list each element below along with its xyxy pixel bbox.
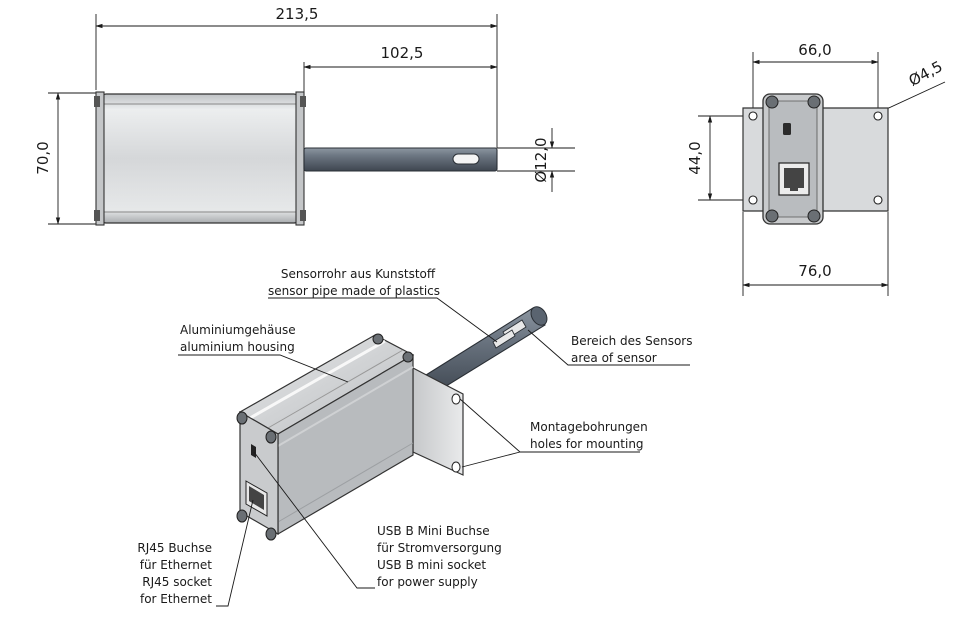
screw bbox=[265, 430, 277, 444]
dim-total-length: 213,5 bbox=[276, 5, 319, 23]
mounting-hole bbox=[748, 111, 758, 121]
label-usb-en-1: USB B mini socket bbox=[377, 558, 486, 572]
isometric-view: Sensorrohr aus Kunststoff sensor pipe ma… bbox=[137, 267, 692, 607]
label-sensor-area-en: area of sensor bbox=[571, 351, 657, 365]
label-rj45-de-2: für Ethernet bbox=[140, 558, 213, 572]
label-sensor-area-de: Bereich des Sensors bbox=[571, 334, 692, 348]
label-housing-en: aluminium housing bbox=[180, 340, 295, 354]
leader-sensor-area bbox=[527, 329, 690, 366]
dim-flange-width: 76,0 bbox=[798, 262, 831, 280]
screw bbox=[300, 210, 306, 221]
mounting-hole bbox=[451, 461, 461, 473]
end-view: 66,0 Ø4,5 44,0 76,0 bbox=[686, 41, 946, 296]
screw bbox=[402, 351, 414, 363]
leader-usb bbox=[253, 451, 375, 589]
screw bbox=[807, 95, 821, 109]
screw bbox=[765, 209, 779, 223]
screw bbox=[807, 209, 821, 223]
housing-side bbox=[101, 93, 299, 224]
mounting-hole bbox=[873, 111, 883, 121]
leader-rj45 bbox=[216, 499, 254, 607]
usb-port-icon bbox=[783, 123, 791, 135]
sensor-slot bbox=[452, 153, 480, 165]
label-housing-de: Aluminiumgehäuse bbox=[180, 323, 296, 337]
side-view: 213,5 102,5 70,0 Ø12,0 bbox=[34, 5, 575, 226]
screw bbox=[300, 96, 306, 107]
housing-highlight bbox=[249, 339, 386, 420]
sensor-pipe-tip bbox=[530, 306, 548, 326]
label-usb-de-1: USB B Mini Buchse bbox=[377, 524, 490, 538]
label-usb-de-2: für Stromversorgung bbox=[377, 541, 502, 555]
leader-line bbox=[879, 81, 946, 113]
dim-hole-diameter: Ø4,5 bbox=[906, 57, 946, 90]
leader-mounting-2 bbox=[461, 451, 521, 468]
screw bbox=[236, 411, 248, 425]
end-cap bbox=[95, 91, 105, 226]
leader-housing bbox=[178, 354, 349, 383]
dim-pipe-length: 102,5 bbox=[381, 44, 424, 62]
flange-plate-iso bbox=[412, 367, 464, 476]
label-mounting-en: holes for mounting bbox=[530, 437, 644, 451]
rj45-port-tab bbox=[790, 186, 798, 191]
screw bbox=[265, 527, 277, 541]
rj45-port-inner bbox=[249, 486, 264, 510]
screw bbox=[372, 333, 384, 345]
label-sensor-pipe-de: Sensorrohr aus Kunststoff bbox=[281, 267, 436, 281]
sensor-pipe-side bbox=[303, 147, 498, 172]
label-sensor-pipe-en: sensor pipe made of plastics bbox=[268, 284, 440, 298]
housing-edge bbox=[277, 442, 414, 523]
label-rj45-de-1: RJ45 Buchse bbox=[137, 541, 212, 555]
label-rj45-en-2: for Ethernet bbox=[140, 592, 212, 606]
housing-edge bbox=[267, 349, 404, 429]
dim-pipe-diameter: Ø12,0 bbox=[532, 137, 550, 182]
housing-face-inner bbox=[768, 100, 818, 218]
usb-port-icon bbox=[251, 444, 256, 458]
dim-height: 70,0 bbox=[34, 141, 52, 174]
leader-sensor-pipe bbox=[268, 297, 498, 343]
screw bbox=[94, 96, 100, 107]
label-mounting-de: Montagebohrungen bbox=[530, 420, 648, 434]
housing-edge bbox=[277, 366, 414, 447]
screw bbox=[94, 210, 100, 221]
mounting-hole bbox=[451, 393, 461, 405]
rj45-port-inner bbox=[784, 168, 804, 188]
screw bbox=[765, 95, 779, 109]
mounting-hole bbox=[748, 195, 758, 205]
mounting-hole bbox=[873, 195, 883, 205]
label-usb-en-2: for power supply bbox=[377, 575, 478, 589]
sensor-slot bbox=[492, 329, 516, 349]
dim-hole-spacing: 66,0 bbox=[798, 41, 831, 59]
end-cap bbox=[295, 91, 305, 226]
screw bbox=[236, 509, 248, 523]
dim-flange-height: 44,0 bbox=[686, 141, 704, 174]
label-rj45-en-1: RJ45 socket bbox=[142, 575, 212, 589]
